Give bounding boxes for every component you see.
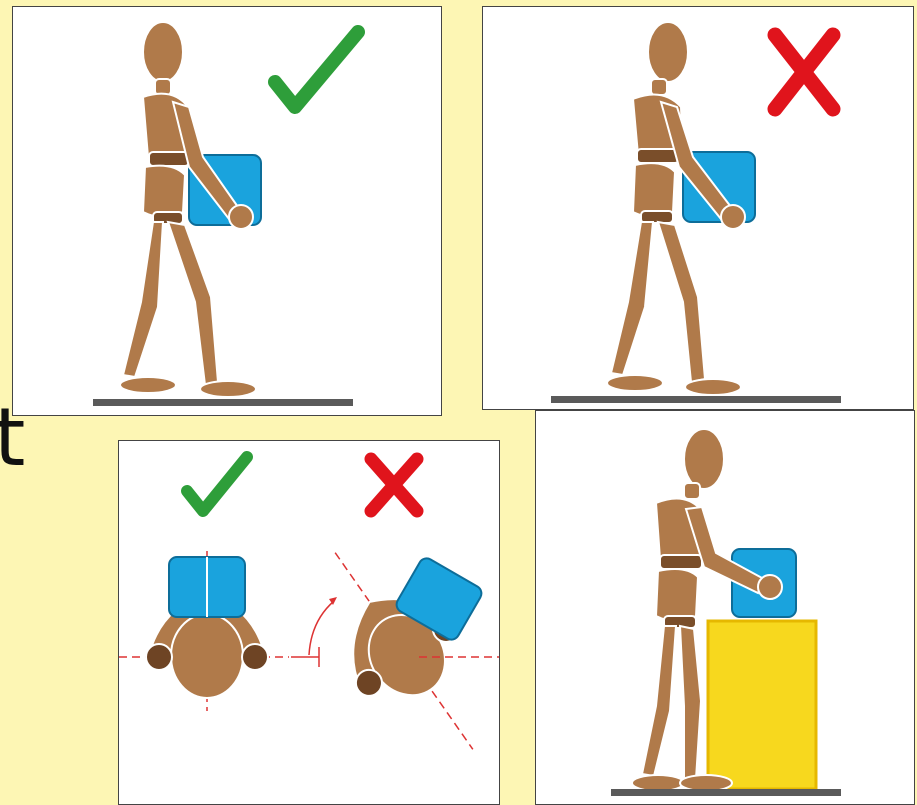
top-view-figure-twisted <box>286 518 500 783</box>
panel-walking-correct <box>12 6 442 416</box>
floor-line <box>93 399 353 406</box>
check-icon <box>275 32 358 107</box>
floor-line <box>611 789 841 796</box>
angle-indicator <box>291 597 337 667</box>
floor-line <box>551 396 841 403</box>
cross-icon <box>775 35 833 109</box>
check-icon <box>187 457 247 511</box>
panel-walking-incorrect <box>482 6 914 410</box>
top-view-figure-aligned <box>119 551 289 711</box>
panel-top-view-twist <box>118 440 500 805</box>
panel-placing-box <box>535 410 915 805</box>
crate <box>708 621 816 789</box>
cross-icon <box>371 459 417 511</box>
